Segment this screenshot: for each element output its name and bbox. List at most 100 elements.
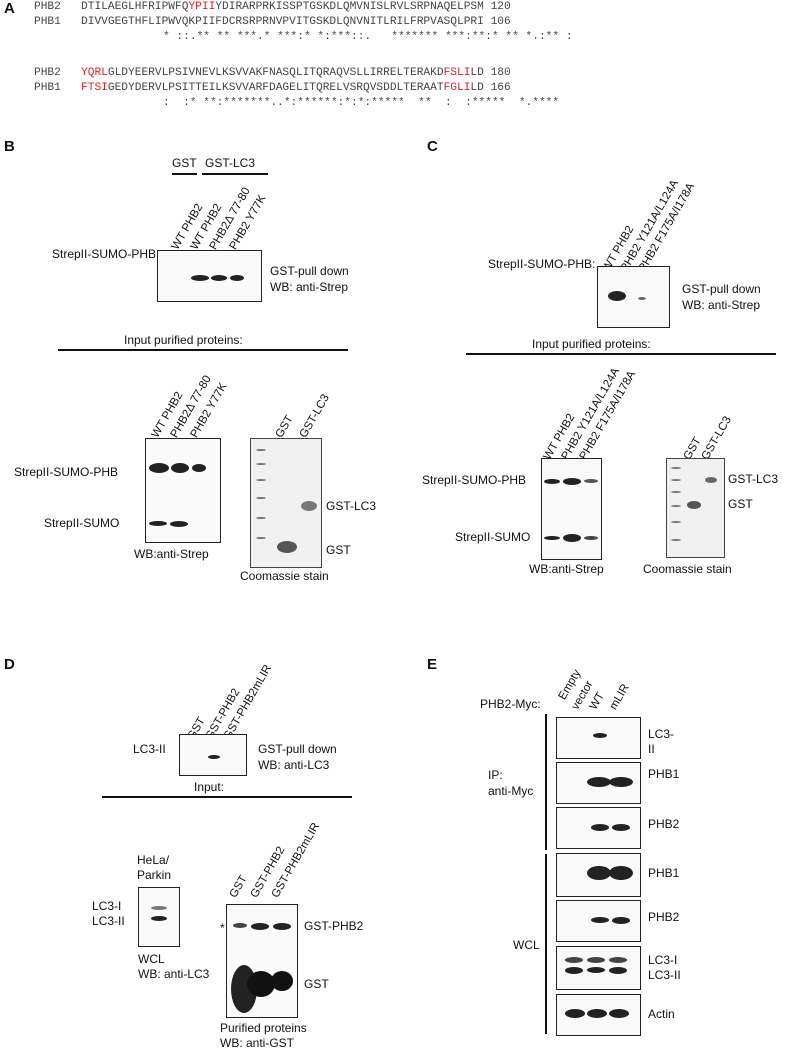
blot-band	[591, 917, 609, 923]
band-label: Actin	[648, 1007, 675, 1021]
lane-label: mLIR	[607, 682, 632, 712]
gel-band	[705, 477, 717, 483]
coomassie-gel	[666, 458, 725, 558]
lane-label: GST	[273, 413, 296, 440]
band-label: GST	[326, 543, 351, 557]
lir-motif: YQRL	[81, 67, 108, 79]
wcl-blot	[138, 887, 180, 947]
group-underline	[202, 173, 268, 175]
blot-band	[247, 971, 275, 997]
blot-caption: GST-pull down	[270, 264, 349, 278]
band-label: II	[648, 742, 655, 756]
blot-band	[612, 917, 630, 924]
blot-band	[593, 733, 607, 738]
ladder-band	[671, 505, 681, 507]
blot-band	[230, 275, 244, 281]
ladder-band	[256, 479, 266, 481]
sequence: DTILAEGLHFRIPWFQ	[81, 1, 189, 13]
section-divider	[466, 353, 776, 355]
ladder-band	[671, 521, 681, 523]
blot-band	[251, 923, 269, 930]
sequence: LD	[470, 67, 484, 79]
gel-band	[277, 541, 297, 553]
group-label-gst: GST	[172, 156, 197, 170]
blot-band	[563, 478, 581, 485]
panel-b-letter: B	[4, 138, 15, 155]
alignment-row-phb2-2: PHB2 YQRLGLDYEERVLPSIVNEVLKSVVAKFNASQLIT…	[34, 67, 511, 79]
blot-band	[565, 967, 583, 974]
ladder-band	[256, 537, 266, 539]
wb-caption: WB:anti-Strep	[529, 562, 604, 576]
residue-number: 166	[490, 82, 511, 94]
group-label-wcl: WCL	[513, 938, 540, 952]
wcl-blot-actin	[556, 994, 641, 1036]
blot-band	[149, 463, 169, 473]
lane-label: GST	[227, 873, 250, 900]
group-label-gst-lc3: GST-LC3	[205, 156, 256, 170]
blot-band	[170, 521, 188, 527]
panel-c-letter: C	[427, 138, 438, 155]
blot-band	[584, 536, 598, 540]
sequence: LD	[470, 82, 484, 94]
blot-band	[591, 824, 609, 831]
wb-caption: WB:anti-Strep	[134, 547, 209, 561]
wb-caption: WCL	[138, 952, 165, 966]
cell-line-label: Parkin	[137, 868, 172, 882]
blot-caption: WB: anti-LC3	[258, 758, 330, 772]
ladder-band	[671, 539, 681, 541]
pulldown-blot	[179, 734, 247, 776]
gel-caption: Coomassie stain	[240, 569, 329, 583]
ladder-band	[671, 467, 681, 469]
alignment-row-phb1-2: PHB1 FTSIGEDYDERVLPSITTEILKSVVARFDAGELIT…	[34, 82, 511, 94]
panel-a-letter: A	[4, 0, 15, 17]
input-header: Input purified proteins:	[532, 337, 651, 351]
sequence: GEDYDERVLPSITTEILKSVVARFDAGELITQRELVSRQV…	[107, 82, 444, 94]
seq-name: PHB1	[34, 82, 61, 94]
cell-line-label: HeLa/	[137, 853, 170, 867]
ip-blot-lc3	[556, 717, 641, 759]
band-label: LC3-I	[648, 953, 678, 967]
band-label: GST-LC3	[728, 472, 779, 486]
band-label: StrepII-SUMO-PHB	[14, 465, 119, 479]
blot-band	[587, 1009, 607, 1018]
blot-caption: WB: anti-Strep	[682, 298, 761, 312]
blot-band	[587, 967, 605, 973]
lir-motif: FGLI	[443, 82, 471, 94]
blot-band	[233, 923, 247, 928]
alignment-conservation-1: * ::.** ** ***.* ***:* *:***::. ******* …	[163, 31, 573, 43]
blot-band	[191, 275, 209, 281]
sequence: DIVVGEGTHFLIPWVQKPIIFDCRSRPRNVPVITGSKDLQ…	[81, 16, 484, 28]
band-label: PHB1	[648, 866, 680, 880]
gel-band	[301, 501, 317, 511]
wb-caption: WB: anti-GST	[220, 1036, 295, 1050]
section-divider	[58, 349, 348, 351]
lane-label: GST-LC3	[699, 414, 734, 462]
band-label: StrepII-SUMO	[44, 516, 120, 530]
blot-band	[211, 275, 227, 281]
row-label: StrepII-SUMO-PHB:	[488, 257, 596, 271]
lir-motif: FSLI	[443, 67, 471, 79]
band-label: LC3-II	[648, 968, 681, 982]
blot-band	[609, 777, 633, 787]
blot-band	[151, 906, 167, 910]
seq-name: PHB2	[34, 67, 61, 79]
ladder-band	[671, 479, 681, 481]
band-label: LC3-I	[92, 899, 122, 913]
band-label: PHB2	[648, 817, 680, 831]
blot-caption: WB: anti-Strep	[270, 280, 349, 294]
blot-band	[587, 777, 611, 787]
band-label: GST	[304, 977, 329, 991]
residue-number: 106	[490, 16, 511, 28]
band-label: LC3-	[648, 727, 675, 741]
blot-band	[208, 755, 220, 759]
wb-caption: WB: anti-LC3	[138, 967, 210, 981]
ladder-band	[256, 497, 266, 499]
ladder-band	[671, 491, 681, 493]
band-label: PHB2	[648, 910, 680, 924]
wcl-blot-phb2	[556, 900, 641, 942]
purified-blot	[226, 904, 298, 1018]
wb-caption: Purified proteins	[220, 1021, 307, 1035]
blot-caption: GST-pull down	[258, 742, 337, 756]
ladder-band	[256, 449, 266, 451]
ip-blot-phb2	[556, 807, 641, 849]
